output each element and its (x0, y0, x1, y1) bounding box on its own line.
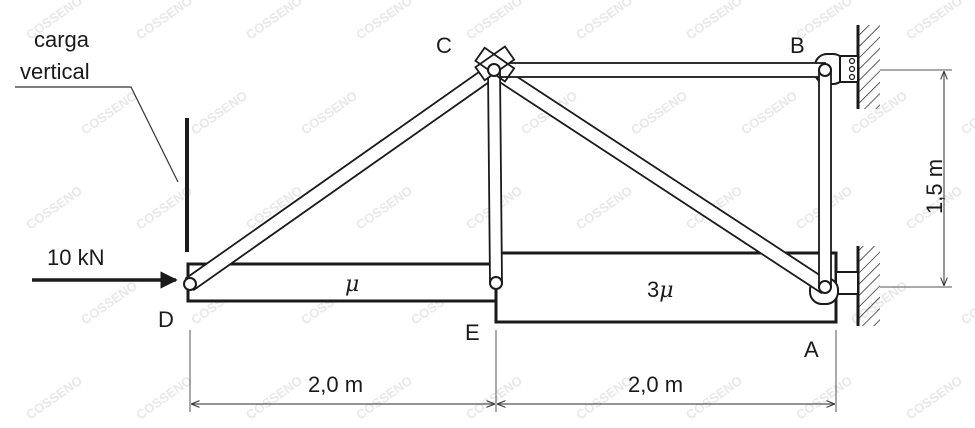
watermark-logo: COSSENO (463, 373, 525, 423)
watermark-logo: COSSENO (463, 0, 525, 42)
watermark-logo: COSSENO (23, 183, 85, 233)
watermark-logo: COSSENO (903, 373, 965, 423)
friction-right: 3μ (647, 277, 674, 303)
wall-support-bottom (856, 246, 880, 326)
joint-c (487, 63, 501, 77)
watermark-logo: COSSENO (298, 88, 360, 138)
watermark-logo: COSSENO (573, 183, 635, 233)
friction-left: μ (345, 272, 359, 297)
watermark-logo: COSSENO (628, 88, 690, 138)
joint-d (183, 277, 197, 291)
label-e: E (465, 320, 480, 345)
truss-members (184, 62, 832, 295)
friction-right-symbol: μ (659, 278, 673, 303)
watermark-logo: COSSENO (738, 88, 800, 138)
watermark-logo: COSSENO (353, 0, 415, 42)
block-left (186, 262, 498, 303)
watermark-logo: COSSENO (958, 278, 975, 328)
watermark-logo: COSSENO (133, 0, 195, 42)
dim-span-right: 2,0 m (628, 372, 683, 397)
watermark-logo: COSSENO (903, 0, 965, 42)
label-a: A (804, 337, 819, 362)
watermark-logo: COSSENO (793, 373, 855, 423)
wall-support-top (856, 25, 880, 109)
watermark-logo: COSSENO (188, 88, 250, 138)
member-ba (818, 69, 832, 288)
joints (183, 63, 832, 294)
watermark-logo: COSSENO (353, 183, 415, 233)
load-annotation-line1: carga (34, 27, 90, 52)
watermark-logo: COSSENO (243, 0, 305, 42)
member-ce (487, 69, 503, 284)
watermark-logo: COSSENO (243, 373, 305, 423)
load-annotation-line2: vertical (20, 59, 90, 84)
dim-height: 1,5 m (922, 159, 947, 214)
watermark-logo: COSSENO (683, 0, 745, 42)
dim-span-left: 2,0 m (308, 372, 363, 397)
label-d: D (158, 307, 174, 332)
watermark-logo: COSSENO (133, 373, 195, 423)
watermark-logo: COSSENO (78, 88, 140, 138)
joint-a (818, 280, 832, 294)
friction-right-coef: 3 (647, 277, 659, 302)
watermark-logo: COSSENO (573, 0, 635, 42)
joint-e (489, 276, 503, 290)
watermark-logo: COSSENO (958, 88, 975, 138)
force-label: 10 kN (47, 245, 104, 270)
joint-b (818, 63, 832, 77)
dimension-lines (189, 69, 952, 412)
watermark-logo: COSSENO (23, 373, 85, 423)
label-b: B (790, 33, 805, 58)
watermark-logo: COSSENO (78, 278, 140, 328)
watermark-logo: COSSENO (683, 373, 745, 423)
vertical-load-leader (15, 86, 179, 183)
watermark-logo: COSSENO (573, 373, 635, 423)
member-cb (493, 62, 826, 78)
label-c: C (436, 33, 452, 58)
